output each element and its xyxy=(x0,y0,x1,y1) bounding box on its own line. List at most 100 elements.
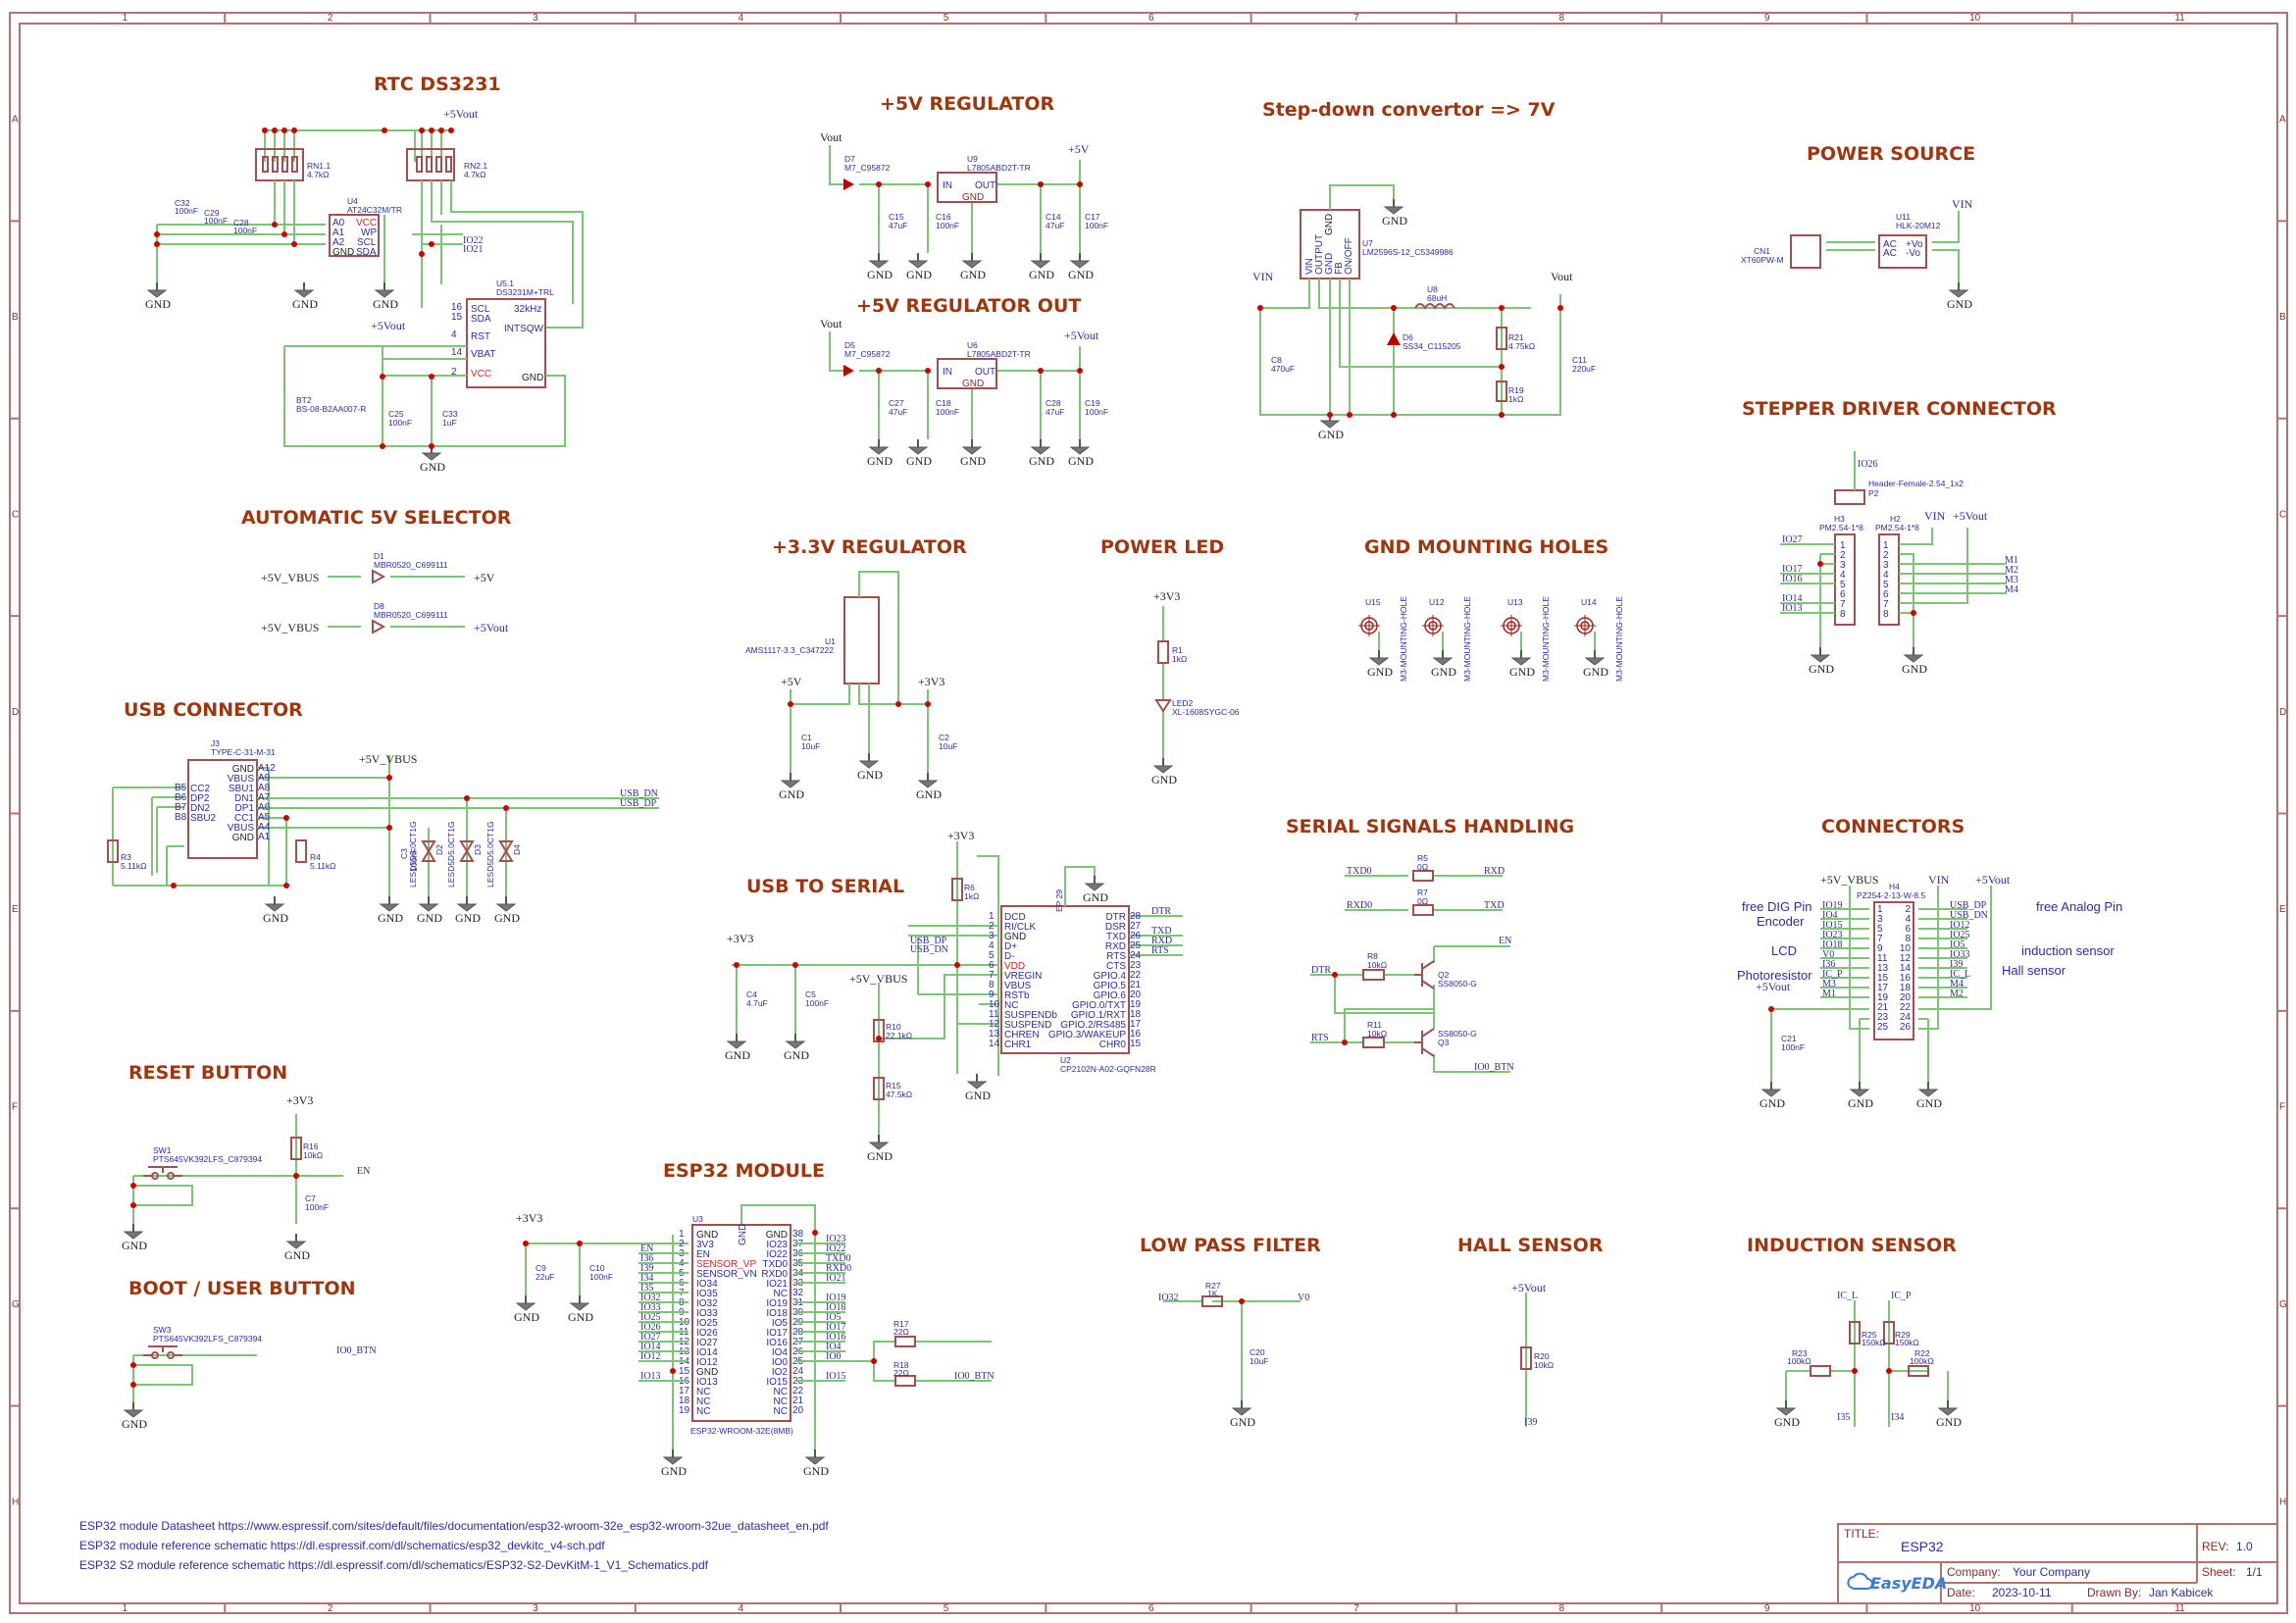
u3-pin-number: 1 xyxy=(679,1229,685,1240)
c21-ref: C21 xyxy=(1781,1034,1797,1043)
h2-pin-number: 5 xyxy=(1883,580,1889,590)
j3-pin-cc2: CC2 xyxy=(190,784,210,794)
note-s2-reference-link[interactable]: ESP32 S2 module reference schematic http… xyxy=(79,1558,709,1572)
gnd-symbol-power: GND xyxy=(779,773,804,801)
c9-ref: C9 xyxy=(536,1263,546,1273)
h4-left-net: IO15 xyxy=(1822,920,1843,931)
reg-diode-ref: D7 xyxy=(844,154,855,164)
u3-left-net: IO33 xyxy=(640,1302,661,1313)
net-io0btn-serial: IO0_BTN xyxy=(1474,1062,1514,1073)
date-label: Date: xyxy=(1947,1586,1975,1599)
gnd-label: GND xyxy=(1318,428,1344,441)
junction-dot xyxy=(1886,1368,1892,1374)
r25-value: 150kΩ xyxy=(1862,1338,1886,1347)
junction-dots xyxy=(130,127,1916,1388)
net-m1: M1 xyxy=(2005,555,2018,566)
note-free-analog-pin: free Analog Pin xyxy=(2036,899,2122,914)
gnd-label: GND xyxy=(1029,268,1054,281)
u2-pin-number: 14 xyxy=(989,1039,1000,1049)
easyeda-logo-text: EasyEDA xyxy=(1870,1574,1947,1593)
net-rxd-serial: RXD xyxy=(1484,866,1505,877)
u3-pin-number: 32 xyxy=(792,1288,804,1298)
junction-dot xyxy=(925,181,931,187)
h2-part: PM2.54-1*8 xyxy=(1875,523,1919,533)
gnd-symbol-esp: GND xyxy=(661,1449,687,1478)
j3-pin-number: A8 xyxy=(258,783,271,793)
j3-pin-dn2: DN2 xyxy=(190,803,210,814)
c28-ref: C28 xyxy=(233,218,249,228)
u3-pin-io19: IO19 xyxy=(766,1298,788,1309)
auto5v-circuit: +5V_VBUS +5V_VBUS +5V +5Vout D1 MBR0520_… xyxy=(261,551,509,634)
gnd-label: GND xyxy=(1230,1415,1255,1429)
u7-pin-vin: VIN xyxy=(1304,258,1315,275)
net-txd-serial: TXD xyxy=(1484,900,1505,911)
junction-dot xyxy=(386,775,392,781)
u3-pin-io27: IO27 xyxy=(696,1338,718,1348)
u2-part: CP2102N-A02-GQFN28R xyxy=(1060,1064,1156,1074)
junction-dot xyxy=(429,241,434,247)
bt2-ref: BT2 xyxy=(296,395,312,405)
c9-value: 22uF xyxy=(536,1272,554,1282)
u3-left-net: IO26 xyxy=(640,1322,661,1333)
u3-pin-sensor_vn: SENSOR_VN xyxy=(696,1269,757,1280)
row-marker-left: E xyxy=(12,904,19,915)
h3-pin-number: 8 xyxy=(1840,609,1846,620)
sw3-ref: SW3 xyxy=(153,1325,172,1335)
h4-left-net: IO19 xyxy=(1822,900,1843,911)
net-i34: I34 xyxy=(1891,1412,1904,1423)
r5-value: 0Ω xyxy=(1417,862,1428,872)
net-rts: RTS xyxy=(1151,945,1169,956)
note-datasheet-link[interactable]: ESP32 module Datasheet https://www.espre… xyxy=(79,1519,829,1533)
u4-pin-wp: WP xyxy=(361,228,377,238)
u3-pin-io18: IO18 xyxy=(766,1308,788,1319)
tvs-part: LESD5D5.0CT1G xyxy=(446,821,456,888)
r8-ref: R8 xyxy=(1367,951,1378,961)
j3-pin-sbu1: SBU1 xyxy=(229,784,255,794)
junction-dot xyxy=(1768,1006,1774,1012)
u3-pin-gnd: GND xyxy=(696,1230,718,1241)
h2-pin-number: 6 xyxy=(1883,589,1889,600)
junction-dot xyxy=(876,181,882,187)
h4-pin-odd: 9 xyxy=(1877,943,1883,954)
h4-left-net: M3 xyxy=(1822,979,1836,989)
c4-value: 4.7uF xyxy=(746,998,768,1008)
net-en-serial: EN xyxy=(1499,936,1511,946)
c29-value: 100nF xyxy=(204,216,228,226)
h4-right-net: IO33 xyxy=(1950,949,1970,960)
reg-cap-value: 100nF xyxy=(1085,407,1108,417)
sw3-part: PTS645VK392LFS_C879394 xyxy=(153,1334,262,1344)
led2-ref: LED2 xyxy=(1172,698,1194,708)
u2-pin-number: 27 xyxy=(1130,921,1142,932)
u7-pin-gnd: GND xyxy=(1324,253,1335,275)
c2-value: 10uF xyxy=(939,741,957,751)
r11-ref: R11 xyxy=(1367,1020,1382,1030)
net-io22: IO22 xyxy=(463,235,484,246)
junction-dot xyxy=(464,795,470,801)
u3-right-net: IO4 xyxy=(826,1342,842,1352)
row-marker-right: C xyxy=(2279,509,2286,520)
c7-value: 100nF xyxy=(305,1202,329,1212)
h3-pin-number: 4 xyxy=(1840,570,1846,581)
h4-pin-odd: 17 xyxy=(1877,983,1889,993)
mount-hole-part: M3-MOUNTING-HOLE xyxy=(1614,596,1624,682)
gnd-label: GND xyxy=(1936,1415,1962,1429)
section-title-hall: HALL SENSOR xyxy=(1457,1235,1604,1256)
r1-value: 1kΩ xyxy=(1172,654,1187,664)
d8-ref: D8 xyxy=(374,601,384,611)
u3-pin-io5: IO5 xyxy=(772,1318,789,1329)
c11-value: 220uF xyxy=(1572,364,1596,374)
junction-dot xyxy=(1911,610,1916,616)
gnd-label: GND xyxy=(417,911,442,925)
section-title-connectors: CONNECTORS xyxy=(1821,816,1964,837)
gnd-symbol-usb: GND xyxy=(455,896,481,925)
power-5vout-rtc-2: +5Vout xyxy=(371,319,406,332)
c20-value: 10uF xyxy=(1250,1356,1268,1366)
junction-dot xyxy=(419,251,425,257)
junction-dot xyxy=(1499,412,1505,418)
gnd-symbol-usb: GND xyxy=(378,896,403,925)
r15-value: 47.5kΩ xyxy=(886,1090,912,1099)
u3-pin-nc: NC xyxy=(774,1387,788,1397)
h4-pin-odd: 7 xyxy=(1877,934,1883,944)
note-reference-schematic-link[interactable]: ESP32 module reference schematic https:/… xyxy=(79,1539,605,1552)
